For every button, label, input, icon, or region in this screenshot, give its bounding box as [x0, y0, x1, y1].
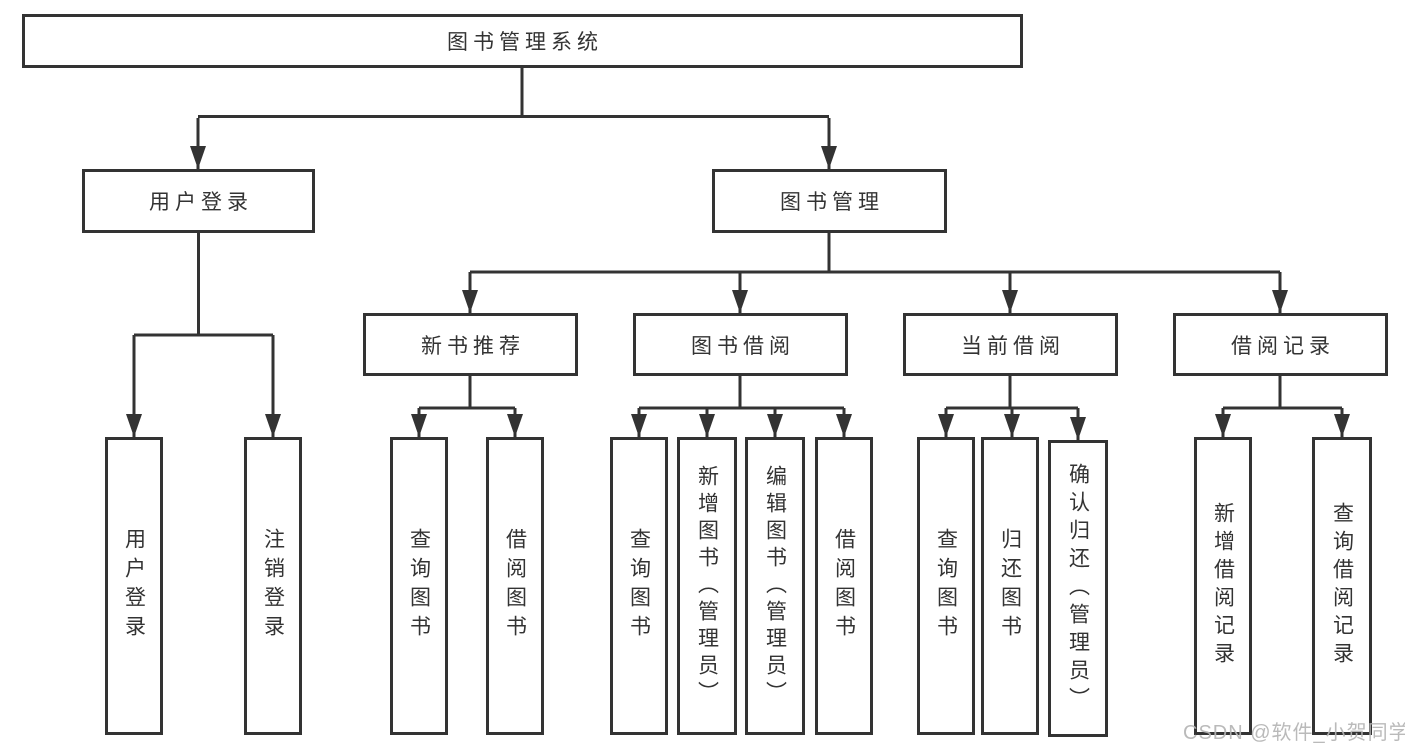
node-current-borrow-label: 当前借阅 [961, 334, 1065, 358]
leaf-nbr-query-books-label: 查询图书 [407, 528, 431, 644]
leaf-cb-return-books-label: 归还图书 [998, 528, 1022, 644]
split-new-book [419, 376, 515, 410]
csdn-watermark: CSDN @软件_小贺同学 [1183, 722, 1405, 744]
node-book-management: 图书管理 [712, 169, 947, 233]
node-new-book-recommend-label: 新书推荐 [421, 334, 525, 358]
split-borrow-record [1223, 376, 1342, 410]
leaf-nbr-query-books: 查询图书 [390, 437, 448, 735]
connector-lines [134, 68, 1342, 410]
leaf-br-query-record: 查询借阅记录 [1312, 437, 1372, 735]
node-borrow-record-label: 借阅记录 [1231, 334, 1335, 358]
leaf-bb-query-books: 查询图书 [610, 437, 668, 735]
node-system-root: 图书管理系统 [22, 14, 1023, 68]
leaf-br-query-record-label: 查询借阅记录 [1330, 502, 1354, 670]
leaf-bb-edit-book-admin: 编辑图书（管理员） [745, 437, 805, 735]
node-book-borrow-label: 图书借阅 [691, 334, 795, 358]
node-book-management-label: 图书管理 [780, 191, 884, 214]
split-book-management [470, 233, 1280, 274]
leaf-br-add-record: 新增借阅记录 [1194, 437, 1252, 735]
leaf-bb-add-book-admin-label: 新增图书（管理员） [695, 464, 719, 708]
node-user-login: 用户登录 [82, 169, 315, 233]
connector-arrows [126, 118, 1350, 440]
node-book-borrow: 图书借阅 [633, 313, 848, 376]
node-system-root-label: 图书管理系统 [447, 31, 603, 54]
split-user-login [134, 233, 273, 337]
leaf-logout: 注销登录 [244, 437, 302, 735]
leaf-cb-confirm-return-admin-label: 确认归还（管理员） [1066, 462, 1090, 715]
node-borrow-record: 借阅记录 [1173, 313, 1388, 376]
node-user-login-label: 用户登录 [149, 191, 253, 214]
leaf-user-login-label: 用户登录 [122, 528, 146, 644]
leaf-logout-label: 注销登录 [261, 528, 285, 644]
leaf-bb-query-books-label: 查询图书 [627, 528, 651, 644]
split-current-borrow [946, 376, 1078, 410]
leaf-cb-query-books-label: 查询图书 [934, 528, 958, 644]
split-book-borrow [639, 376, 844, 410]
leaf-bb-borrow-books: 借阅图书 [815, 437, 873, 735]
leaf-user-login: 用户登录 [105, 437, 163, 735]
leaf-bb-borrow-books-label: 借阅图书 [832, 528, 856, 644]
node-new-book-recommend: 新书推荐 [363, 313, 578, 376]
leaf-cb-query-books: 查询图书 [917, 437, 975, 735]
leaf-cb-confirm-return-admin: 确认归还（管理员） [1048, 440, 1108, 737]
leaf-br-add-record-label: 新增借阅记录 [1211, 502, 1235, 670]
node-current-borrow: 当前借阅 [903, 313, 1118, 376]
leaf-bb-edit-book-admin-label: 编辑图书（管理员） [763, 464, 787, 708]
leaf-nbr-borrow-books: 借阅图书 [486, 437, 544, 735]
leaf-cb-return-books: 归还图书 [981, 437, 1039, 735]
leaf-nbr-borrow-books-label: 借阅图书 [503, 528, 527, 644]
leaf-bb-add-book-admin: 新增图书（管理员） [677, 437, 737, 735]
